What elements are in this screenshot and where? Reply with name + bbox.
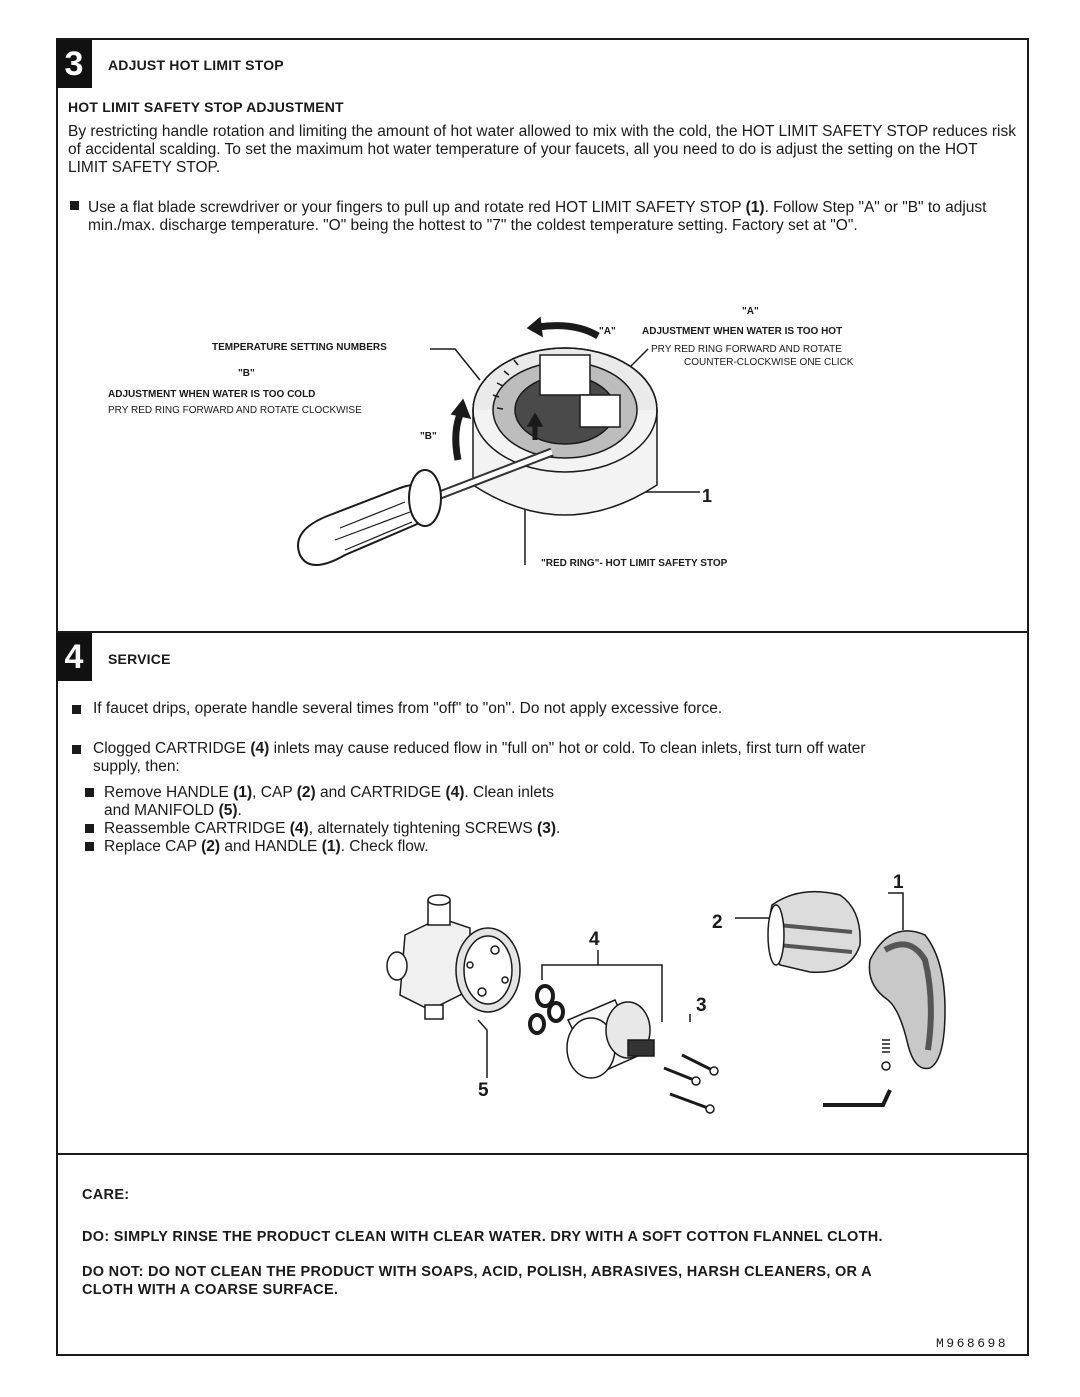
bullet-marker [85, 842, 94, 851]
step-ref: (2) [201, 838, 221, 855]
care-do-not-line-1: DO NOT: DO NOT CLEAN THE PRODUCT WITH SO… [82, 1264, 872, 1280]
too-cold-title: ADJUSTMENT WHEN WATER IS TOO COLD [108, 389, 316, 400]
step-4-title: SERVICE [108, 651, 171, 667]
too-hot-text-1: PRY RED RING FORWARD AND ROTATE [651, 344, 842, 355]
service-step-replace: Replace CAP (2) and HANDLE (1). Check fl… [104, 838, 704, 856]
callout-1: 1 [702, 486, 713, 506]
step-text: Replace CAP [104, 838, 202, 855]
service-step-remove: Remove HANDLE (1), CAP (2) and CARTRIDGE… [104, 784, 704, 820]
care-title: CARE: [82, 1187, 130, 1203]
step-3-subtitle: HOT LIMIT SAFETY STOP ADJUSTMENT [68, 99, 344, 115]
b-label: "B" [238, 368, 255, 379]
callout-1: 1 [893, 872, 904, 893]
step-3-number: 3 [56, 40, 92, 88]
section-divider [56, 1153, 1029, 1155]
bullet-marker [85, 824, 94, 833]
callout-4: 4 [589, 929, 600, 950]
red-ring-label: "RED RING"- HOT LIMIT SAFETY STOP [541, 558, 728, 569]
instruction-text: Use a flat blade screwdriver or your fin… [88, 199, 746, 216]
step-text: . [237, 802, 242, 819]
a-arrow-label: "A" [599, 326, 616, 337]
step-3-instruction: Use a flat blade screwdriver or your fin… [88, 199, 1022, 235]
section-divider [56, 631, 1029, 633]
instruction-ref: (1) [745, 199, 765, 216]
step-3-title: ADJUST HOT LIMIT STOP [108, 57, 284, 73]
document-code: M968698 [936, 1336, 1009, 1351]
too-cold-text: PRY RED RING FORWARD AND ROTATE CLOCKWIS… [108, 405, 362, 416]
page-frame [56, 38, 1029, 1356]
step-4-number: 4 [56, 633, 92, 681]
step-ref: (3) [537, 820, 556, 837]
callout-5: 5 [478, 1080, 489, 1101]
step-text: and CARTRIDGE [315, 784, 446, 801]
step-text: , CAP [252, 784, 297, 801]
step-ref: (1) [233, 784, 253, 801]
step-ref: (4) [445, 784, 465, 801]
step-text: and HANDLE [220, 838, 322, 855]
b-arrow-label: "B" [420, 431, 437, 442]
too-hot-title: ADJUSTMENT WHEN WATER IS TOO HOT [642, 326, 843, 337]
care-do: DO: SIMPLY RINSE THE PRODUCT CLEAN WITH … [82, 1229, 883, 1245]
bullet-ref: (4) [250, 740, 270, 757]
step-text: and MANIFOLD [104, 802, 219, 819]
step-ref: (1) [321, 838, 341, 855]
service-step-reassemble: Reassemble CARTRIDGE (4), alternately ti… [104, 820, 704, 838]
bullet-marker [72, 745, 81, 754]
step-text: Reassemble CARTRIDGE [104, 820, 290, 837]
bullet-marker [70, 201, 79, 210]
step-text: . [555, 820, 561, 837]
a-label: "A" [742, 306, 759, 317]
bullet-marker [85, 788, 94, 797]
step-ref: (4) [289, 820, 309, 837]
bullet-text: inlets may cause reduced flow in "full o… [93, 740, 866, 775]
step-ref: (5) [218, 802, 238, 819]
callout-2: 2 [712, 912, 723, 933]
step-text: . Check flow. [340, 838, 429, 855]
temperature-numbers-label: TEMPERATURE SETTING NUMBERS [212, 342, 387, 353]
instruction-text: . Follow Step "A" or "B" to adjust min./… [88, 199, 987, 234]
step-ref: (2) [296, 784, 316, 801]
step-3-intro: By restricting handle rotation and limit… [68, 123, 1016, 176]
bullet-marker [72, 705, 81, 714]
step-text: . Clean inlets [464, 784, 554, 801]
care-do-not-line-2: CLOTH WITH A COARSE SURFACE. [82, 1282, 339, 1298]
bullet-text: Clogged CARTRIDGE [93, 740, 251, 757]
step-text: Remove HANDLE [104, 784, 234, 801]
service-bullet-2: Clogged CARTRIDGE (4) inlets may cause r… [93, 740, 913, 776]
service-bullet-1: If faucet drips, operate handle several … [93, 700, 723, 717]
callout-3: 3 [696, 995, 707, 1016]
step-text: , alternately tightening SCREWS [308, 820, 538, 837]
too-hot-text-2: COUNTER-CLOCKWISE ONE CLICK [684, 357, 854, 368]
